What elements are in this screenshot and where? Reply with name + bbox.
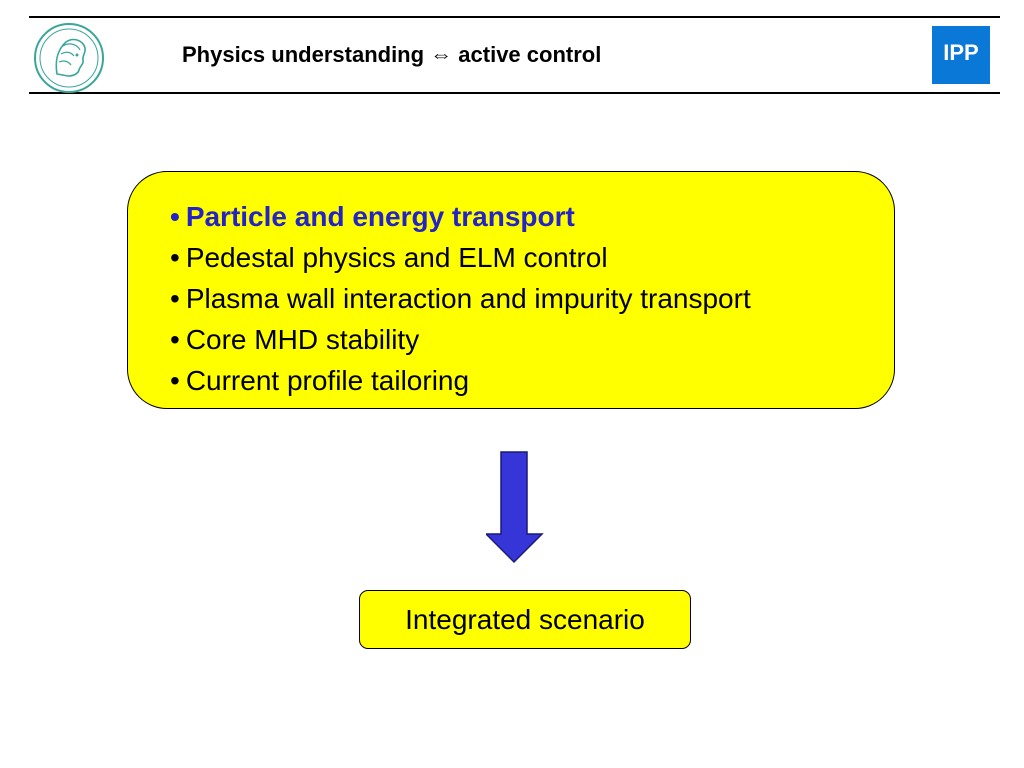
topic-item: •Current profile tailoring: [170, 360, 751, 401]
topic-item: •Core MHD stability: [170, 319, 751, 360]
header-top-rule: [29, 16, 1000, 18]
down-arrow-icon: [484, 450, 544, 569]
topics-list: •Particle and energy transport•Pedestal …: [170, 196, 751, 401]
topic-item: •Plasma wall interaction and impurity tr…: [170, 278, 751, 319]
topics-box: [127, 171, 895, 409]
header-bottom-rule: [29, 92, 1000, 94]
ipp-logo-icon: IPP: [932, 26, 990, 84]
topic-label: Core MHD stability: [185, 324, 420, 355]
topic-label: Current profile tailoring: [185, 365, 470, 396]
bullet-icon: •: [170, 283, 180, 314]
slide-title: Physics understanding ⇔ active control: [182, 42, 602, 67]
topic-label: Particle and energy transport: [185, 201, 575, 232]
bullet-icon: •: [170, 324, 180, 355]
bullet-icon: •: [170, 201, 180, 232]
ipp-logo-text: IPP: [943, 40, 978, 65]
topic-label: Plasma wall interaction and impurity tra…: [185, 283, 751, 314]
topic-label: Pedestal physics and ELM control: [185, 242, 608, 273]
max-planck-minerva-logo-icon: [33, 22, 105, 94]
integrated-scenario-label: Integrated scenario: [405, 603, 645, 635]
topic-item: •Pedestal physics and ELM control: [170, 237, 751, 278]
bullet-icon: •: [170, 242, 180, 273]
topic-item: •Particle and energy transport: [170, 196, 751, 237]
integrated-scenario-box: Integrated scenario: [359, 590, 691, 649]
bullet-icon: •: [170, 365, 180, 396]
